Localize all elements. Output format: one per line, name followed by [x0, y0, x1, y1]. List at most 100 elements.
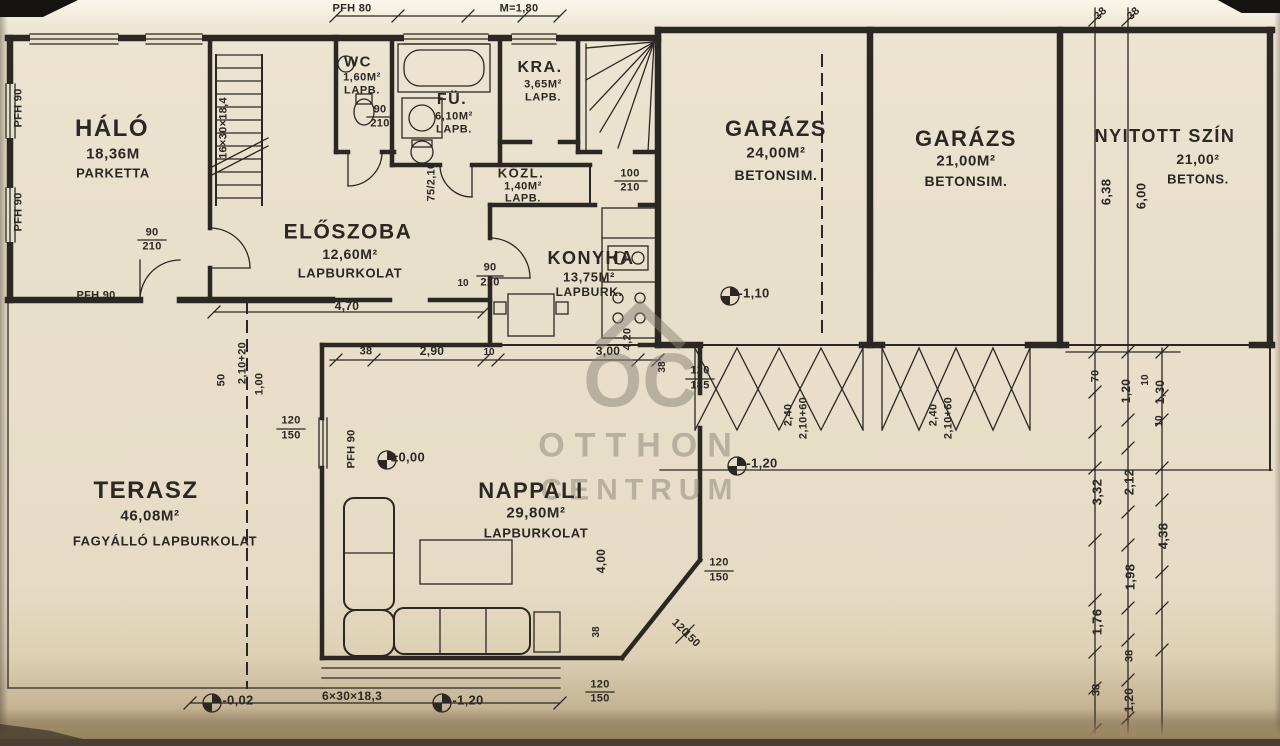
room-garazs2-floor: BETONSIM. — [924, 173, 1008, 189]
dim-38-top-2: 38 — [1124, 4, 1143, 23]
watermark-line1: OTTHON — [538, 426, 742, 465]
bathroom-fixtures — [337, 43, 491, 164]
dim-fu-door: 75/2,10 — [425, 162, 438, 202]
dim-420: 4,20 — [621, 327, 634, 351]
dim-176: 1,76 — [1089, 608, 1105, 636]
dim-38-r1: 38 — [1123, 649, 1136, 663]
dim-198: 1,98 — [1122, 563, 1138, 591]
room-szin-area: 21,00² — [1176, 151, 1220, 167]
dim-eloszoba-470: 4,70 — [334, 299, 360, 313]
dim-300: 3,00 — [595, 344, 621, 358]
elev-002: -0,02 — [222, 692, 254, 708]
dim-diag-150: 150 — [680, 627, 703, 650]
room-nappali-title: NAPPALI — [478, 478, 584, 503]
label-pfh90-nappali: PFH 90 — [345, 429, 358, 469]
dim-240-a: 2,40 — [782, 403, 795, 427]
room-garazs2-title: GARÁZS — [915, 126, 1017, 151]
dim-21060-b: 2,10+60 — [942, 396, 955, 440]
dim-10-r2: 10 — [1154, 415, 1165, 427]
room-terasz-title: TERASZ — [93, 477, 199, 504]
dim-400: 4,00 — [594, 548, 608, 574]
benchmark-symbols — [202, 286, 747, 713]
room-garazs2-area: 21,00M² — [936, 152, 996, 170]
fraction-lines — [137, 116, 734, 693]
label-m180: M=1,80 — [499, 2, 539, 15]
room-eloszoba-floor: LAPBURKOLAT — [297, 265, 403, 281]
dim-38-d: 38 — [591, 626, 602, 638]
scan-artifact-bottom-edge — [0, 739, 1280, 746]
room-wc-area: 1,60M² — [343, 71, 381, 84]
dim-kozl-door-210: 210 — [620, 181, 640, 194]
room-nappali-area: 29,80M² — [506, 504, 566, 522]
room-kra-floor: LAPB. — [525, 91, 561, 104]
dim-38-r2: 38 — [1090, 683, 1103, 697]
dim-21060-a: 2,10+60 — [797, 396, 810, 440]
dim-konyha-door-210: 210 — [480, 276, 500, 289]
room-eloszoba-area: 12,60M² — [322, 246, 378, 262]
room-terasz-area: 46,08M² — [120, 507, 180, 525]
room-kra-title: KRA. — [517, 59, 563, 76]
dim-212: 2,12 — [1121, 468, 1137, 496]
room-fu-floor: LAPB. — [436, 123, 472, 136]
dim-nappali2-120: 120 — [709, 556, 729, 569]
room-nappali-floor: LAPBURKOLAT — [483, 525, 589, 541]
scan-artifact-top — [0, 0, 1280, 26]
watermark-logo-icon: OC — [583, 299, 697, 421]
room-kozl-floor: LAPB. — [505, 192, 541, 205]
dim-70: 70 — [1089, 369, 1102, 383]
garage-door-hatch — [694, 344, 1031, 432]
dim-130: 1,30 — [1153, 379, 1167, 405]
dim-kozl-door-100: 100 — [620, 167, 640, 180]
room-wc-floor: LAPB. — [344, 84, 380, 97]
elev-000: ±0,00 — [391, 449, 425, 465]
dim-bottom-120: 120 — [590, 678, 610, 691]
dim-50: 50 — [215, 373, 228, 387]
scan-artifact-left-edge — [0, 0, 8, 746]
dim-10-b: 10 — [483, 347, 495, 358]
stairs-winder — [585, 41, 655, 153]
dim-10-a: 10 — [457, 278, 469, 289]
label-pfh90-left-1: PFH 90 — [12, 88, 25, 128]
dimension-lines — [183, 7, 1181, 745]
room-garazs1-title: GARÁZS — [725, 116, 827, 141]
room-konyha-area: 13,75M² — [563, 269, 615, 285]
dashed-lines — [7, 54, 1273, 689]
dim-nappali2-150: 150 — [709, 571, 729, 584]
room-halo-area: 18,36M — [86, 145, 140, 163]
stairs-left — [209, 54, 269, 206]
elev-110: -1,10 — [738, 285, 770, 301]
dim-10-r1: 10 — [1140, 374, 1151, 386]
dim-bottom-150: 150 — [590, 692, 610, 705]
room-szin-floor: BETONS. — [1167, 171, 1229, 187]
dim-438: 4,38 — [1155, 522, 1171, 550]
dim-nappali-door-185: 185 — [690, 379, 710, 392]
dim-240-b: 2,40 — [927, 403, 940, 427]
elev-120-a: -1,20 — [746, 455, 778, 471]
room-kra-area: 3,65M² — [524, 78, 562, 91]
watermark: OC OTTHON CENTRUM — [538, 289, 742, 508]
sofa — [343, 497, 561, 657]
dim-terasz-door-120: 120 — [281, 414, 301, 427]
label-pfh90-bottomwall: PFH 90 — [76, 289, 116, 302]
dim-38-top-1: 38 — [1091, 4, 1110, 23]
room-fu-title: FÜ. — [436, 91, 468, 108]
walls — [4, 26, 1276, 662]
stairs-ext-label: 6×30×18,3 — [321, 689, 383, 703]
room-fu-area: 6,10M² — [435, 110, 473, 123]
room-terasz-floor: FAGYÁLLÓ LAPBURKOLAT — [72, 533, 258, 549]
dim-halo-door-210: 210 — [142, 240, 162, 253]
label-pfh80: PFH 80 — [332, 2, 372, 15]
dim-332: 3,32 — [1089, 478, 1105, 506]
dim-120-r1: 1,20 — [1119, 378, 1133, 404]
room-konyha-title: KONYHA — [547, 248, 635, 268]
room-garazs1-area: 24,00M² — [746, 144, 806, 162]
door-arcs — [139, 151, 531, 301]
room-kozl-title: KÖZL. — [497, 165, 545, 181]
stairs-left-label: 16×30×18,4 — [217, 97, 230, 159]
dim-nappali-door-120: 120 — [690, 364, 710, 377]
room-wc-title: WC — [344, 53, 372, 71]
windows — [5, 33, 557, 469]
dim-600: 6,00 — [1133, 182, 1149, 210]
